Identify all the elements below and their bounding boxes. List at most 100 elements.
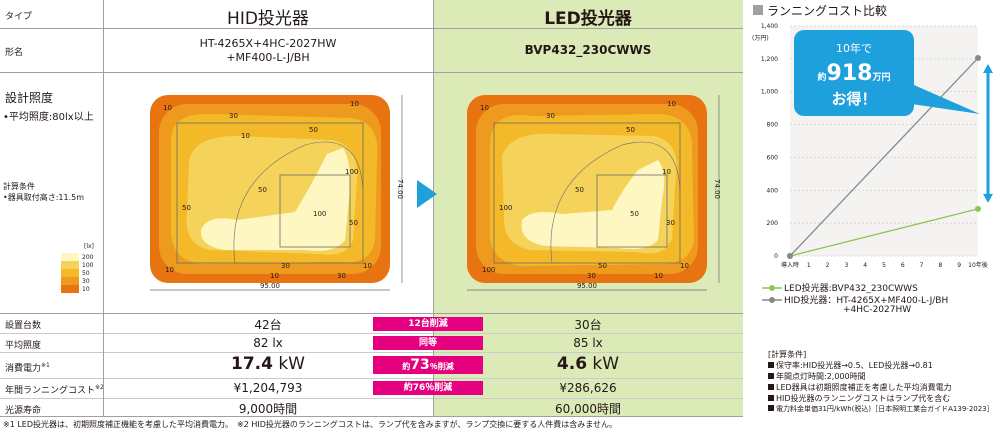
legend-unit: [lx] bbox=[84, 243, 94, 250]
y-tick-label: 1,000 bbox=[761, 89, 778, 96]
series-point bbox=[787, 253, 793, 259]
row-divider bbox=[0, 333, 743, 334]
row-label-text: 年間ランニングコスト bbox=[5, 386, 96, 396]
zone-200 bbox=[521, 160, 665, 249]
contour-label: 100 bbox=[482, 266, 495, 274]
contour-label: 30 bbox=[337, 272, 346, 280]
badge-pre: 約 bbox=[402, 362, 411, 371]
legend-row: 30 bbox=[61, 277, 101, 285]
contour-label: 50 bbox=[630, 210, 639, 218]
y-tick-label: 200 bbox=[767, 220, 779, 227]
row-label: 年間ランニングコスト※2 bbox=[5, 383, 104, 396]
contour-label: 10 bbox=[350, 100, 359, 108]
contour-label: 10 bbox=[241, 132, 250, 140]
callout-line3: お得！ bbox=[831, 90, 876, 108]
row-divider bbox=[0, 28, 743, 29]
hid-value: 17.4 kW bbox=[103, 354, 433, 374]
contour-label: 10 bbox=[680, 262, 689, 270]
legend-hid-text-line2: +4HC-2027HW bbox=[843, 305, 912, 315]
callout-box bbox=[794, 30, 914, 116]
area-outline bbox=[279, 174, 351, 248]
calc-item: 年間点灯時間:2,000時間 bbox=[768, 371, 994, 382]
row-label: 平均照度 bbox=[5, 341, 42, 351]
badge-post: ％削減 bbox=[429, 362, 454, 371]
x-tick-label: 4 bbox=[863, 262, 867, 269]
led-number: 4.6 bbox=[556, 354, 588, 374]
contour-label: 30 bbox=[281, 262, 290, 270]
reduction-badge: 12台削減 bbox=[373, 317, 483, 331]
legend-swatch bbox=[61, 261, 79, 269]
hid-title: HID投光器 bbox=[227, 9, 309, 29]
row-divider bbox=[0, 378, 743, 379]
legend-value: 200 bbox=[82, 253, 94, 261]
y-tick-label: 1,400 bbox=[761, 23, 778, 30]
row-divider bbox=[0, 416, 743, 417]
legend-swatch bbox=[61, 285, 79, 293]
floor-outline bbox=[176, 122, 364, 264]
bullet-square-icon bbox=[768, 373, 774, 379]
column-divider bbox=[103, 0, 104, 416]
legend-row: 50 bbox=[61, 269, 101, 277]
bullet-square-icon bbox=[768, 384, 774, 390]
y-tick-label: 800 bbox=[767, 122, 779, 129]
contour-label: 30 bbox=[546, 112, 555, 120]
contour-label: 100 bbox=[313, 210, 326, 218]
design-sub: •平均照度:80lx以上 bbox=[3, 112, 94, 123]
calc-item: LED器具は初期照度補正を考慮した平均消費電力 bbox=[768, 382, 994, 393]
hid-value: 82 lx bbox=[253, 336, 283, 350]
contour-label: 30 bbox=[229, 112, 238, 120]
row-divider bbox=[0, 352, 743, 353]
led-unit: kW bbox=[587, 354, 620, 374]
contour-label: 50 bbox=[349, 219, 358, 227]
row-divider bbox=[0, 398, 743, 399]
led-value: ¥286,626 bbox=[559, 381, 617, 395]
badge-text: 12台削減 bbox=[408, 319, 448, 329]
contour-label: 50 bbox=[182, 204, 191, 212]
legend-swatch bbox=[61, 253, 79, 261]
calc-item: 保守率:HID投光器→0.5、LED投光器→0.81 bbox=[768, 360, 994, 371]
legend-hid: HID投光器：HT-4265X+MF400-L-J/BH bbox=[762, 293, 948, 306]
contour-label: 100 bbox=[345, 168, 358, 176]
x-tick-label: 7 bbox=[920, 262, 924, 269]
y-tick-label: 400 bbox=[767, 187, 779, 194]
callout-pointer bbox=[898, 78, 980, 114]
arrow-down-icon bbox=[983, 193, 993, 203]
contour-label: 30 bbox=[666, 219, 675, 227]
footnote: ※1 LED投光器は、初期照度補正機能を考慮した平均消費電力。 ※2 HID投光… bbox=[3, 420, 617, 429]
legend-led-text: LED投光器:BVP432_230CWWS bbox=[784, 284, 918, 294]
y-tick-label: 1,200 bbox=[761, 56, 778, 63]
legend-led-marker bbox=[762, 284, 782, 291]
legend-led: LED投光器:BVP432_230CWWS bbox=[762, 281, 918, 294]
legend-value: 30 bbox=[82, 277, 90, 285]
callout-amount-part: 約 bbox=[818, 71, 827, 83]
hid-model-line1: HT-4265X+4HC-2027HW bbox=[199, 37, 337, 50]
contour-label: 10 bbox=[667, 100, 676, 108]
row-label: 光源寿命 bbox=[5, 406, 42, 416]
contour-label: 100 bbox=[499, 204, 512, 212]
badge-text: 同等 bbox=[418, 338, 437, 348]
legend-value: 100 bbox=[82, 261, 94, 269]
contour-label: 10 bbox=[270, 272, 279, 280]
y-axis-label: (万円) bbox=[752, 35, 769, 42]
row-note: ※2 bbox=[95, 384, 104, 391]
cond-text: •器具取付高さ:11.5m bbox=[3, 193, 85, 202]
arrow-right-icon bbox=[417, 180, 437, 208]
contour-label: 10 bbox=[363, 262, 372, 270]
calc-item: HID投光器のランニングコストはランプ代を含む bbox=[768, 393, 994, 404]
led-value: 4.6 kW bbox=[433, 354, 743, 374]
row-label: 消費電力※1 bbox=[5, 361, 50, 374]
hid-model: HT-4265X+4HC-2027HW +MF400-L-J/BH bbox=[103, 37, 433, 65]
type-label: タイプ bbox=[5, 12, 33, 22]
legend-hid-text: HID投光器：HT-4265X+MF400-L-J/BH bbox=[784, 296, 949, 306]
contour-label: 10 bbox=[165, 266, 174, 274]
led-title: LED投光器 bbox=[544, 9, 632, 29]
calc-title: [計算条件] bbox=[768, 350, 807, 359]
x-tick-label: 6 bbox=[901, 262, 905, 269]
contour-label: 10 bbox=[654, 272, 663, 280]
bullet-square-icon bbox=[768, 405, 774, 411]
hid-number: 17.4 bbox=[230, 354, 273, 374]
equal-badge: 同等 bbox=[373, 336, 483, 350]
callout-line1: 10年で bbox=[836, 41, 872, 55]
reduction-badge: 約73％削減 bbox=[373, 356, 483, 374]
